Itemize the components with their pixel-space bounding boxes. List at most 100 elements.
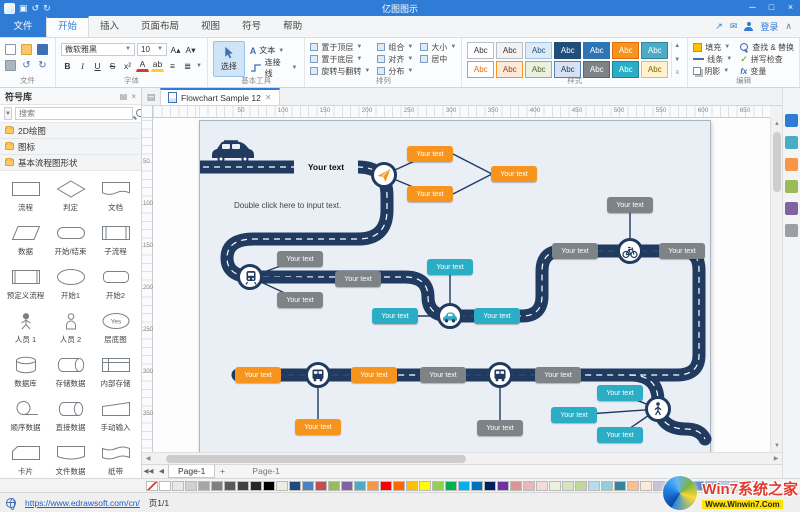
gray-text-box[interactable]: Your text — [335, 271, 381, 287]
gray-text-box[interactable]: Your text — [659, 243, 705, 259]
color-swatch[interactable] — [263, 480, 275, 491]
color-swatch[interactable] — [640, 480, 652, 491]
style-thumbnail[interactable]: Abc — [583, 61, 611, 78]
gray-text-box[interactable]: Your text — [607, 197, 653, 213]
search-icon[interactable] — [135, 108, 141, 119]
gray-text-box[interactable]: Your text — [535, 367, 581, 383]
symbol-ellipse[interactable]: 开始1 — [48, 261, 93, 305]
symbol-sequential[interactable]: 顺序数据 — [3, 393, 48, 437]
save-icon[interactable]: ▣ — [19, 3, 28, 13]
color-swatch[interactable] — [523, 480, 535, 491]
undo-ribbon-icon[interactable]: ↺ — [22, 60, 31, 71]
scroll-right-icon[interactable]: ▶ — [773, 456, 779, 462]
color-swatch[interactable] — [549, 480, 561, 491]
teal-text-box[interactable]: Your text — [597, 385, 643, 401]
teal-text-box[interactable]: Your text — [474, 308, 520, 324]
color-swatch[interactable] — [575, 480, 587, 491]
color-swatch[interactable] — [731, 480, 743, 491]
symbol-cylinder[interactable]: 数据库 — [3, 349, 48, 393]
tab-symbols[interactable]: 符号 — [242, 21, 262, 32]
maximize-button[interactable]: □ — [768, 2, 775, 12]
right-panel-layers-icon[interactable] — [785, 202, 798, 215]
tab-view[interactable]: 视图 — [201, 21, 221, 32]
color-swatch[interactable] — [354, 480, 366, 491]
fill-button[interactable]: 填充▼ — [693, 41, 732, 53]
symbol-predefined[interactable]: 预定义流程 — [3, 261, 48, 305]
car-node[interactable] — [437, 303, 463, 329]
orange-text-box[interactable]: Your text — [491, 166, 537, 182]
color-swatch[interactable] — [419, 480, 431, 491]
gallery-up-icon[interactable]: ▲ — [674, 43, 681, 49]
style-thumbnail[interactable]: Abc — [641, 61, 669, 78]
gallery-more-icon[interactable]: ≡ — [675, 70, 680, 76]
right-panel-theme-icon[interactable] — [785, 136, 798, 149]
horizontal-scroll-thumb[interactable] — [166, 455, 466, 463]
symbol-stadium2[interactable]: 开始2 — [93, 261, 138, 305]
section-basic-flowchart-shapes[interactable]: 基本流程图形状 — [0, 155, 141, 171]
send-to-back-button[interactable]: 置于底层▼ — [310, 53, 370, 65]
panel-close-icon[interactable]: × — [131, 91, 136, 101]
vertical-scrollbar[interactable]: ▲ ▼ — [770, 118, 782, 452]
tab-page-layout[interactable]: 页面布局 — [141, 21, 180, 32]
scroll-down-icon[interactable]: ▼ — [774, 443, 780, 449]
color-swatch[interactable] — [497, 480, 509, 491]
style-gallery-scroll[interactable]: ▲ ▼ ≡ — [671, 41, 682, 78]
save-file-icon[interactable] — [37, 44, 48, 55]
decrease-font-icon[interactable]: A▾ — [185, 44, 196, 55]
color-swatch[interactable] — [159, 480, 171, 491]
color-swatch[interactable] — [536, 480, 548, 491]
align-button[interactable]: 对齐▼ — [377, 53, 413, 65]
scroll-left-icon[interactable]: ◀ — [145, 456, 151, 462]
gray-text-box[interactable]: Your text — [277, 292, 323, 308]
symbol-rect[interactable]: 流程 — [3, 173, 48, 217]
plane-node[interactable] — [371, 162, 397, 188]
color-swatch[interactable] — [211, 480, 223, 491]
road-text-label[interactable]: Your text — [294, 157, 358, 177]
no-fill-swatch[interactable] — [146, 480, 158, 491]
color-swatch[interactable] — [484, 480, 496, 491]
symbol-search-input[interactable] — [14, 107, 133, 120]
gray-text-box[interactable]: Your text — [420, 367, 466, 383]
tab-help[interactable]: 帮助 — [283, 21, 303, 32]
color-swatch[interactable] — [328, 480, 340, 491]
color-swatch[interactable] — [471, 480, 483, 491]
orange-text-box[interactable]: Your text — [351, 367, 397, 383]
orange-text-box[interactable]: Your text — [407, 186, 453, 202]
right-panel-clipart-icon[interactable] — [785, 158, 798, 171]
teal-text-box[interactable]: Your text — [551, 407, 597, 423]
increase-font-icon[interactable]: A▴ — [170, 44, 181, 55]
spellcheck-button[interactable]: ✓拼写检查 — [740, 53, 783, 64]
train-node[interactable] — [237, 264, 263, 290]
print-icon[interactable] — [5, 60, 16, 71]
symbol-subprocess[interactable]: 子流程 — [93, 217, 138, 261]
symbol-diamond[interactable]: 判定 — [48, 173, 93, 217]
color-swatch[interactable] — [315, 480, 327, 491]
color-swatch[interactable] — [289, 480, 301, 491]
tab-home[interactable]: 开始 — [46, 16, 90, 37]
style-thumbnail[interactable]: Abc — [554, 61, 582, 78]
teal-text-box[interactable]: Your text — [372, 308, 418, 324]
vertical-scroll-thumb[interactable] — [773, 132, 781, 192]
color-swatch[interactable] — [185, 480, 197, 491]
close-button[interactable]: × — [787, 2, 794, 12]
strikethrough-button[interactable]: S — [109, 61, 116, 71]
color-swatch[interactable] — [302, 480, 314, 491]
document-list-icon[interactable]: ▤ — [146, 92, 156, 102]
color-swatch[interactable] — [172, 480, 184, 491]
orange-text-box[interactable]: Your text — [407, 146, 453, 162]
first-page-icon[interactable]: ◀◀ — [143, 468, 154, 475]
orange-text-box[interactable]: Your text — [235, 367, 281, 383]
file-menu-button[interactable]: 文件 — [0, 16, 46, 37]
style-thumbnail[interactable]: Abc — [583, 42, 611, 59]
gray-text-box[interactable]: Your text — [277, 251, 323, 267]
color-swatch[interactable] — [380, 480, 392, 491]
group-button[interactable]: 组合▼ — [377, 41, 413, 53]
login-link[interactable]: 登录 — [760, 22, 779, 32]
teal-text-box[interactable]: Your text — [427, 259, 473, 275]
color-swatch[interactable] — [705, 480, 717, 491]
color-swatch[interactable] — [393, 480, 405, 491]
style-thumbnail[interactable]: Abc — [641, 42, 669, 59]
bicycle-node[interactable] — [617, 238, 643, 264]
placeholder-hint-text[interactable]: Double click here to input text. — [234, 201, 342, 210]
